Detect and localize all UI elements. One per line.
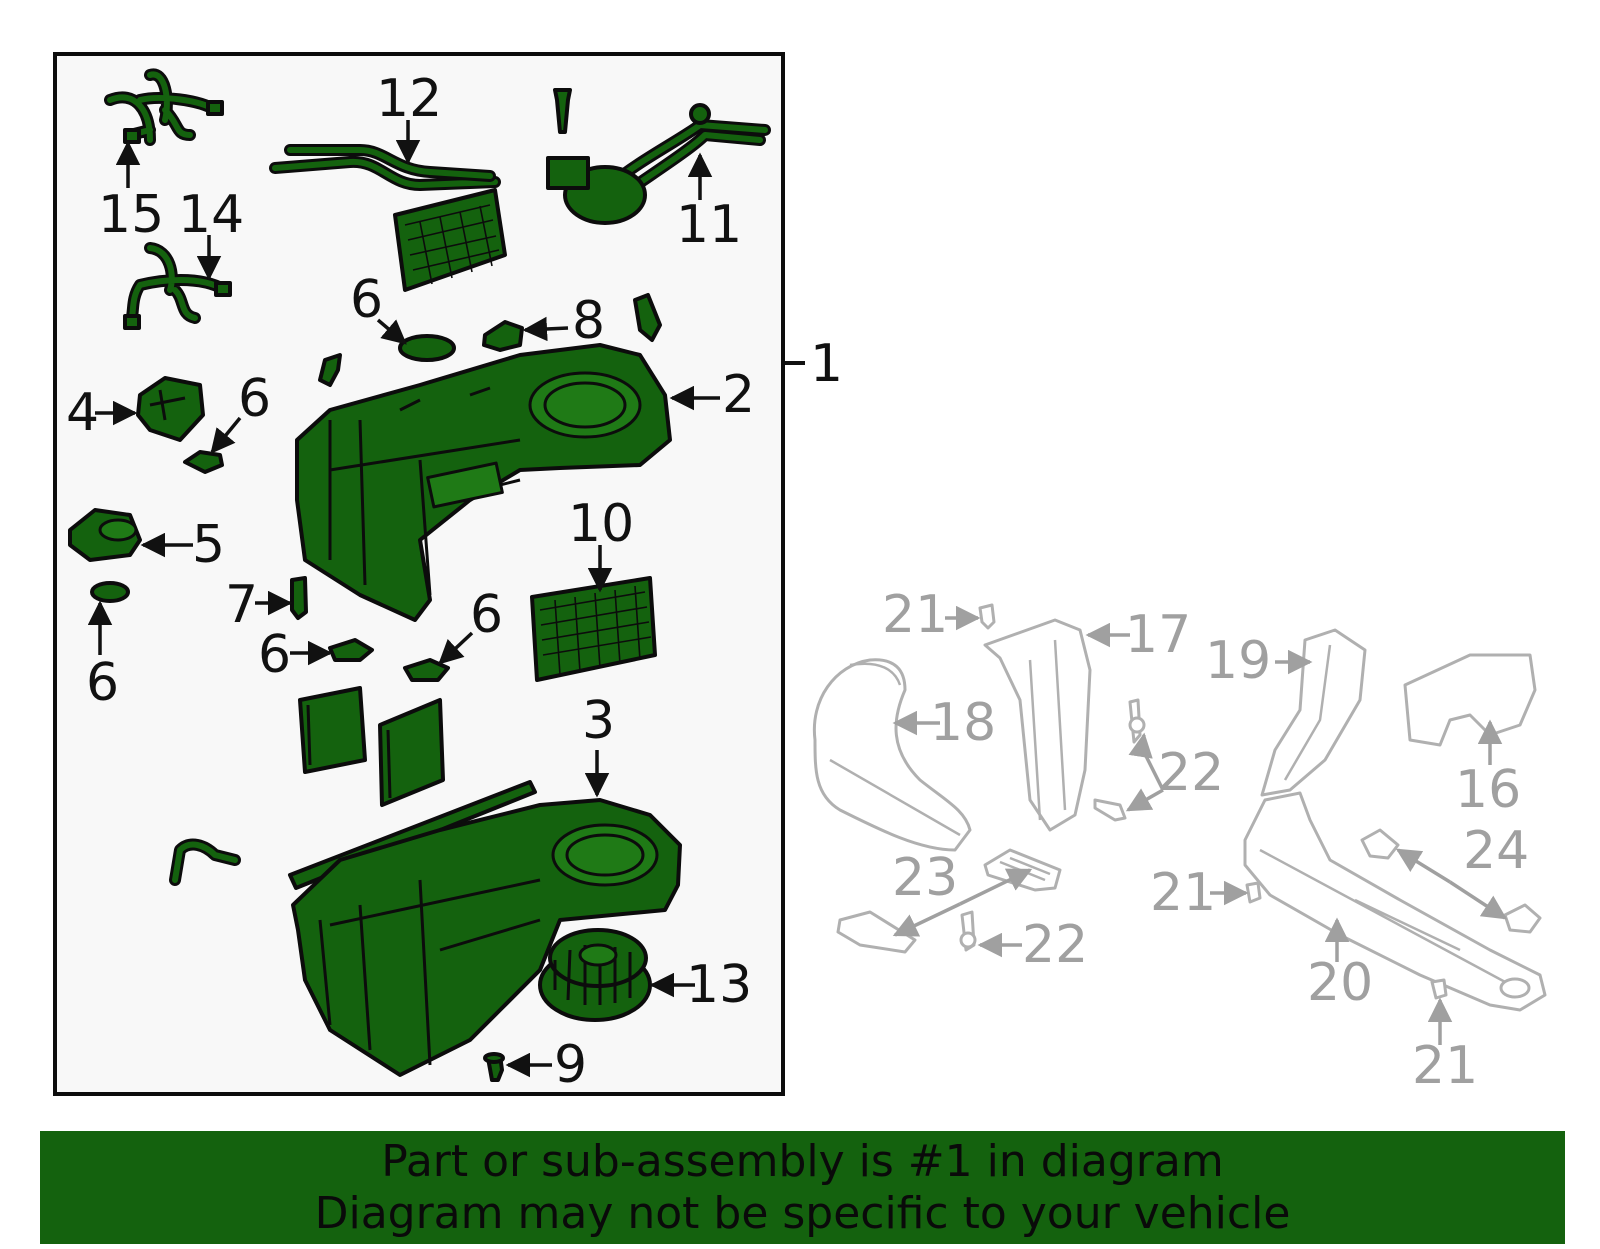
callout-12: 12 [376,69,442,129]
callout-2: 2 [722,365,755,425]
part-12-heater-core[interactable] [269,144,507,292]
part-21-clip-lower[interactable] [1430,978,1448,1000]
part-drain-hose[interactable] [169,838,241,886]
part-7-sensor[interactable] [290,576,308,620]
part-18-duct[interactable] [812,658,972,852]
callout-9: 9 [554,1035,587,1095]
callout-20: 20 [1307,953,1373,1013]
part-4-actuator[interactable] [136,376,205,442]
callout-15: 15 [98,185,164,245]
part-2-upper-case[interactable] [295,343,672,622]
part-mode-door-left[interactable] [298,686,367,774]
part-22-screw-upper[interactable] [1128,698,1146,744]
callout-24: 24 [1463,821,1529,881]
callout-18: 18 [930,693,996,753]
callout-21-upper: 21 [882,585,948,645]
part-19-duct[interactable] [1260,628,1367,797]
part-14-wiring-harness[interactable] [123,242,232,330]
banner-line-1: Part or sub-assembly is #1 in diagram [381,1135,1224,1187]
part-20-duct[interactable] [1243,791,1547,1012]
part-24-vent-grille-lower[interactable] [1503,903,1542,934]
part-15-wiring-harness[interactable] [104,68,224,146]
info-banner: Part or sub-assembly is #1 in diagram Di… [40,1131,1565,1244]
callout-14: 14 [178,185,244,245]
callout-8: 8 [572,291,605,351]
callout-6-left-upper: 6 [238,369,271,429]
callout-6-center: 6 [258,625,291,685]
part-16-insulator[interactable] [1403,653,1537,747]
callout-labels: 1 2 3 4 5 6 6 6 6 6 7 8 9 10 11 12 13 14… [66,69,1529,1096]
part-9-screw[interactable] [483,1052,505,1082]
leader-lines [87,120,1508,1078]
part-3-lower-case[interactable] [291,798,682,1077]
callout-7: 7 [225,575,258,635]
part-clip-small[interactable] [633,293,662,342]
part-6-seal-left-upper[interactable] [183,450,224,474]
part-24-vent-grille-upper[interactable] [1360,828,1400,860]
callout-19: 19 [1205,631,1271,691]
callout-16: 16 [1455,760,1521,820]
callout-6-right-center: 6 [470,585,503,645]
part-mode-door-right[interactable] [378,698,445,807]
callout-22-lower: 22 [1022,915,1088,975]
callout-11: 11 [676,195,742,255]
callout-21-lower: 21 [1412,1036,1478,1096]
part-17-duct[interactable] [983,618,1092,832]
callout-6-top: 6 [350,270,383,330]
part-22-screw-middle[interactable] [1093,798,1127,822]
part-6-seal-left-lower[interactable] [90,581,130,603]
callout-10: 10 [568,494,634,554]
callout-23: 23 [892,848,958,908]
part-6-seal-right-center[interactable] [403,658,450,682]
part-21-clip-upper[interactable] [978,603,996,630]
callout-6-left-lower: 6 [86,653,119,713]
part-23-vent-upper[interactable] [983,848,1062,892]
part-clip-left[interactable] [318,353,342,387]
banner-line-2: Diagram may not be specific to your vehi… [314,1187,1291,1239]
callout-1: 1 [810,334,843,394]
part-8-connector[interactable] [482,320,524,352]
part-11-vacuum-actuator-hose[interactable] [546,88,771,225]
part-6-seal-top[interactable] [398,334,456,362]
part-6-seal-center[interactable] [328,638,374,662]
callout-22-upper: 22 [1158,743,1224,803]
callout-3: 3 [582,691,615,751]
part-13-blower-motor[interactable] [538,928,652,1022]
callout-5: 5 [192,515,225,575]
part-5-actuator[interactable] [68,508,142,562]
callout-21-middle: 21 [1150,863,1216,923]
part-23-vent-lower[interactable] [836,910,917,954]
callout-4: 4 [66,383,99,443]
part-21-clip-middle[interactable] [1245,881,1262,904]
callout-17: 17 [1125,605,1191,665]
callout-13: 13 [686,955,752,1015]
part-22-screw-lower[interactable] [959,910,977,952]
